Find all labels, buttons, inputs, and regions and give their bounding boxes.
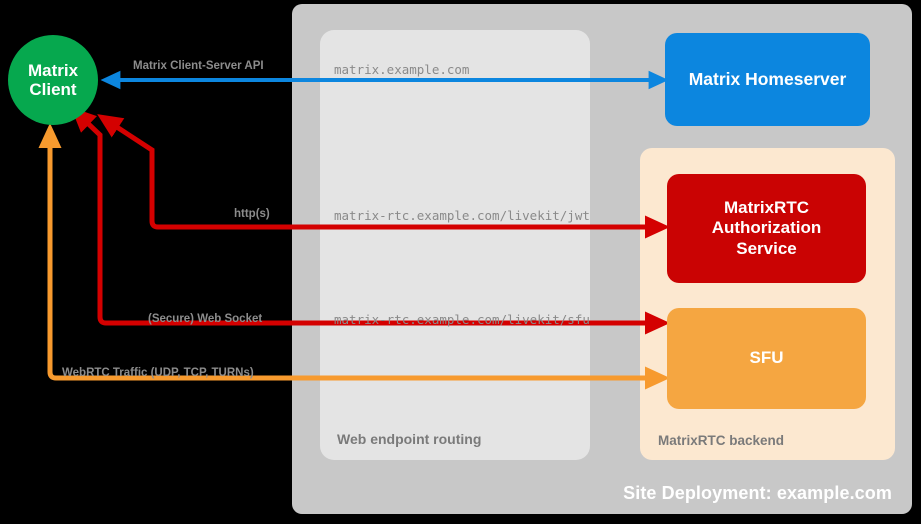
endpoint-url-livekit-sfu: matrix-rtc.example.com/livekit/sfu — [334, 312, 590, 327]
edge-label-secure-websocket: (Secure) Web Socket — [148, 313, 263, 325]
node-matrix-client[interactable]: Matrix Client — [8, 35, 98, 125]
sfu-label: SFU — [749, 348, 784, 368]
edge-label-matrix-client-server-api: Matrix Client-Server API — [133, 60, 264, 72]
node-sfu[interactable]: SFU — [667, 308, 866, 409]
auth-service-label-line2: Authorization — [711, 218, 822, 238]
endpoint-url-matrix: matrix.example.com — [334, 62, 470, 77]
edge-label-http: http(s) — [234, 208, 270, 220]
node-matrix-homeserver[interactable]: Matrix Homeserver — [665, 33, 870, 126]
matrix-homeserver-label: Matrix Homeserver — [688, 69, 847, 90]
edge-label-webrtc-traffic: WebRTC Traffic (UDP, TCP, TURNs) — [62, 367, 254, 379]
matrixrtc-backend-label: MatrixRTC backend — [658, 433, 785, 448]
matrix-client-label-line1: Matrix — [27, 60, 79, 80]
auth-service-label-line3: Service — [736, 238, 797, 258]
web-endpoint-routing-label: Web endpoint routing — [337, 431, 482, 447]
matrix-client-label-line2: Client — [29, 80, 77, 99]
site-deployment-label: Site Deployment: example.com — [623, 483, 892, 503]
node-matrixrtc-authorization-service[interactable]: MatrixRTC Authorization Service — [667, 174, 866, 283]
web-endpoint-routing-container: Web endpoint routing — [320, 30, 590, 460]
auth-service-label-line1: MatrixRTC — [723, 198, 809, 218]
endpoint-url-livekit-jwt: matrix-rtc.example.com/livekit/jwt — [334, 208, 590, 223]
